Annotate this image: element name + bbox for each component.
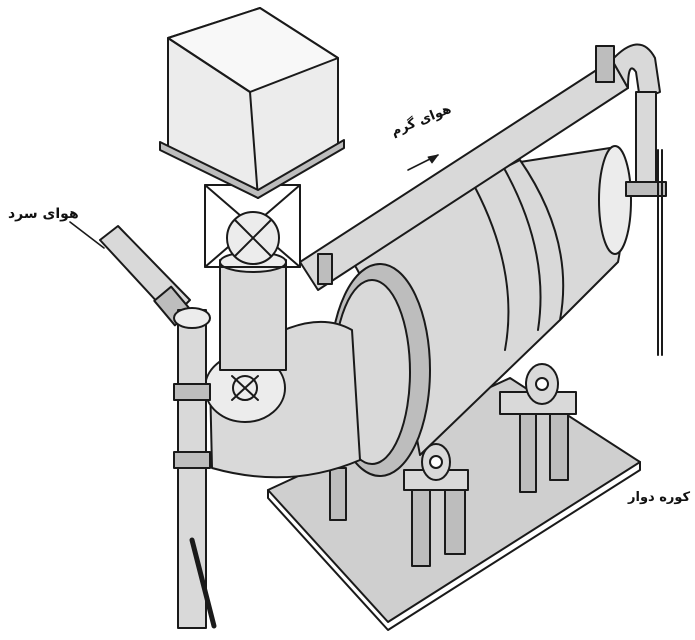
rotary-kiln-caption: . کوره دوار: [628, 490, 695, 505]
cold-air-label: هوای سرد: [8, 206, 79, 222]
roller-supports: [403, 363, 577, 491]
cold-air-arrow: [69, 221, 105, 249]
feed-frame: [204, 184, 301, 268]
feed-hopper: [159, 7, 345, 199]
feed-pipe: [219, 259, 287, 371]
